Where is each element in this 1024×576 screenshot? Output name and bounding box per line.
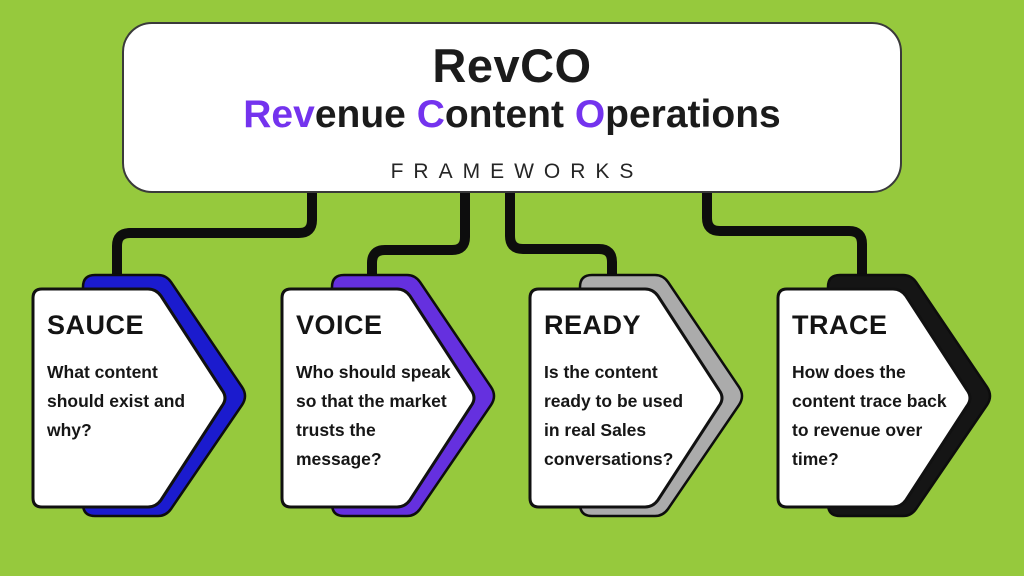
page-subtitle: Revenue Content Operations: [243, 92, 780, 139]
subtitle-segment: ontent: [444, 93, 575, 137]
card-title: READY: [544, 310, 642, 340]
page-title: RevCO: [432, 39, 592, 92]
subtitle-segment: O: [574, 93, 606, 137]
card-content: VOICE Who should speak so that the marke…: [296, 310, 460, 474]
card-white-shape: [31, 287, 227, 509]
card-content: READY Is the content ready to be used in…: [544, 310, 708, 474]
card-title: TRACE: [792, 310, 888, 340]
connector-sauce: [112, 190, 317, 282]
card-sauce: SAUCE What content should exist and why?: [30, 270, 280, 526]
card-description: Who should speak so that the market trus…: [296, 362, 451, 469]
card-white-shape: [528, 287, 724, 509]
tagline: FRAMEWORKS: [390, 160, 644, 184]
card-white-shape: [280, 287, 476, 509]
arrow-shape-ready: [528, 273, 744, 518]
subtitle-segment: Rev: [243, 93, 315, 137]
card-voice: VOICE Who should speak so that the marke…: [279, 270, 529, 526]
subtitle-segment: enue: [314, 93, 417, 137]
card-description: How does the content trace back to reven…: [792, 362, 947, 469]
arrow-shape-voice: [280, 273, 496, 518]
card-content: TRACE How does the content trace back to…: [792, 310, 956, 474]
connector-ready: [505, 190, 617, 283]
connector-trace: [702, 190, 867, 281]
subtitle-segment: C: [416, 93, 445, 137]
card-description: What content should exist and why?: [47, 362, 186, 440]
subtitle-segment: perations: [605, 93, 781, 137]
title-box: RevCO Revenue Content Operations FRAMEWO…: [122, 22, 902, 193]
connector-voice: [367, 190, 470, 283]
card-title: SAUCE: [47, 310, 145, 340]
card-description: Is the content ready to be used in real …: [544, 362, 684, 469]
card-trace: TRACE How does the content trace back to…: [775, 270, 1024, 526]
card-content: SAUCE What content should exist and why?: [47, 310, 211, 445]
card-title: VOICE: [296, 310, 383, 340]
arrow-shape-sauce: [31, 273, 247, 518]
card-white-shape: [776, 287, 972, 509]
card-ready: READY Is the content ready to be used in…: [527, 270, 777, 526]
arrow-shape-trace: [776, 273, 992, 518]
